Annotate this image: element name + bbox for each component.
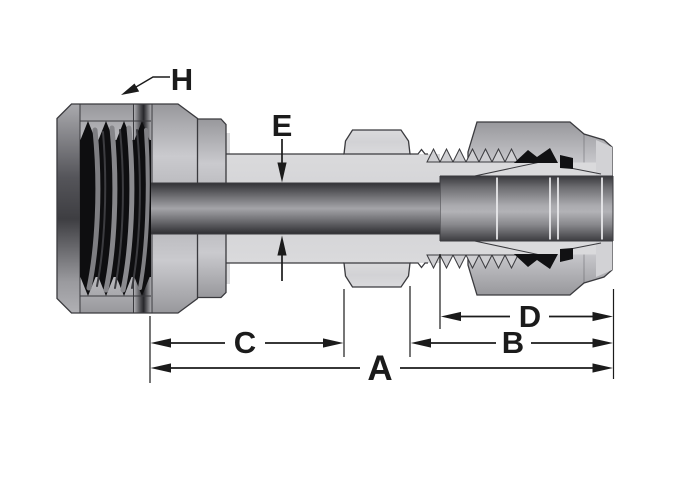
left-cap-nut	[56, 103, 227, 314]
front-ferrule-top	[514, 148, 558, 163]
cap-nut-face	[57, 104, 80, 313]
label-h: H	[171, 62, 193, 97]
dimension-lines	[124, 76, 594, 369]
nut-exit-flare-bottom	[596, 241, 612, 277]
back-ferrule-top	[560, 155, 573, 169]
dimension-labels: H E C A B D	[171, 62, 541, 388]
nut-exit-flare-top	[596, 140, 612, 176]
male-thread-bottom	[426, 253, 519, 270]
right-tube-nut-assembly	[426, 121, 614, 296]
tube	[440, 176, 613, 241]
body-hex-top	[343, 129, 411, 155]
back-ferrule-bottom	[560, 248, 573, 262]
label-d: D	[519, 299, 541, 334]
label-a: A	[367, 349, 392, 388]
body-hex-bottom	[343, 262, 411, 288]
front-ferrule-bottom	[514, 254, 558, 269]
label-b: B	[502, 325, 524, 360]
bore	[151, 183, 440, 234]
ferrules	[514, 148, 573, 269]
tube-highlights	[496, 177, 603, 240]
dimension-extension-lines	[149, 254, 615, 383]
dimension-arrowheads	[121, 83, 613, 373]
cap-nut-helix-streaks	[86, 125, 150, 293]
male-thread-top	[426, 147, 519, 164]
label-e: E	[272, 108, 293, 143]
label-c: C	[234, 325, 256, 360]
